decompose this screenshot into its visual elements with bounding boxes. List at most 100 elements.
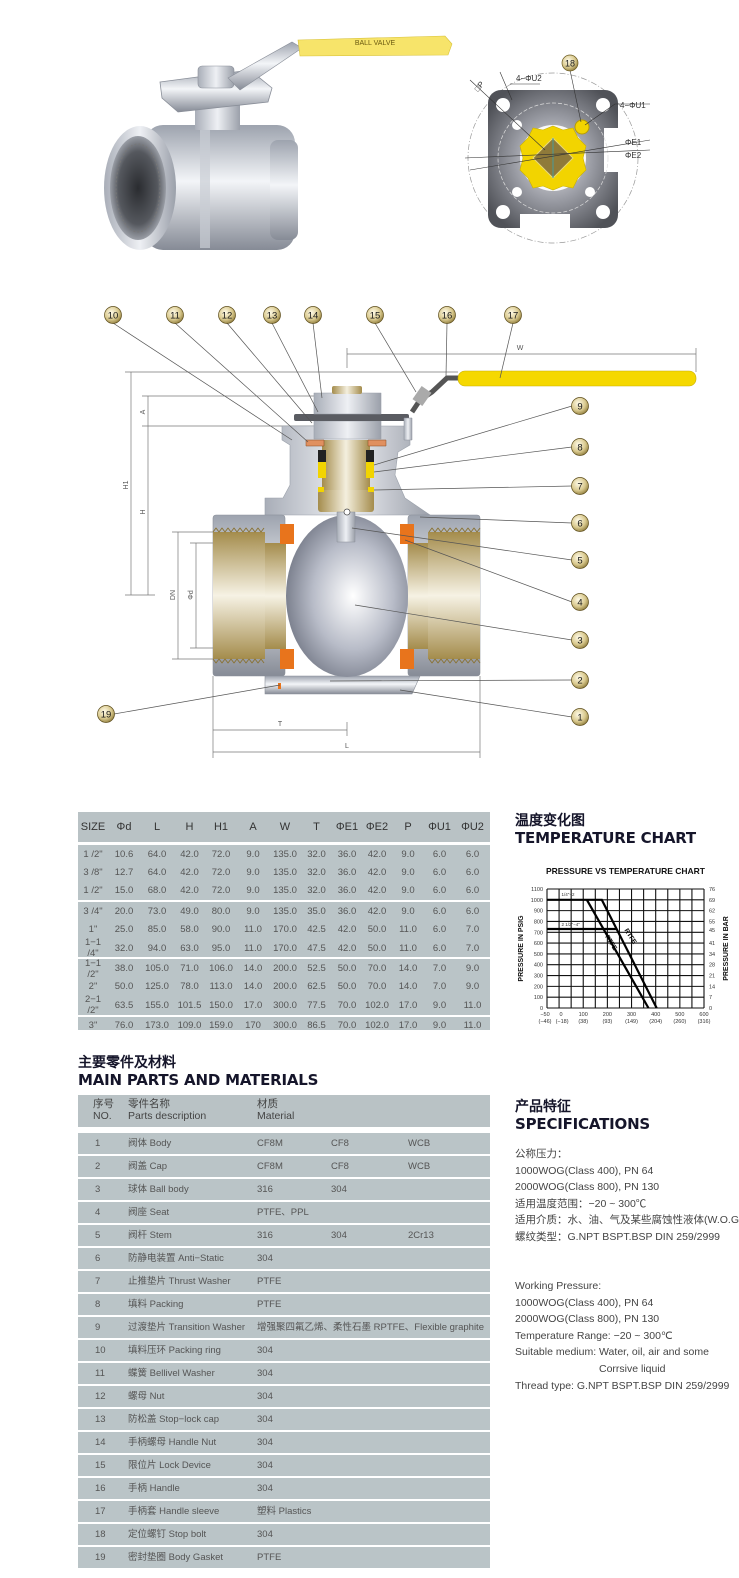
table-cell: 9.0: [401, 848, 415, 860]
callout-18: 18: [565, 59, 575, 69]
table-cell: 135.0: [273, 867, 297, 879]
column-header: P: [404, 821, 412, 833]
table-cell: 58.0: [180, 924, 199, 936]
table-cell: 9.0: [246, 885, 260, 897]
chart-annotation: 2 1/2"−4": [561, 922, 580, 927]
part-no: 10: [95, 1345, 106, 1356]
callout-number: 13: [267, 311, 278, 322]
parts-table: 序号 NO. 零件名称 Parts description 材质 Materia…: [78, 1095, 490, 1568]
part-material: 304: [257, 1345, 273, 1356]
table-cell: 36.0: [337, 848, 357, 860]
callout-number: 11: [170, 311, 180, 322]
callout-number: 6: [577, 519, 582, 530]
table-cell: 32.0: [307, 885, 326, 897]
header-desc-en: Parts description: [128, 1110, 207, 1122]
table-cell: 49.0: [180, 905, 199, 917]
x-tick-label: 600: [699, 1012, 708, 1018]
spec-line: Temperature Range: −20 ~ 300℃: [515, 1329, 673, 1342]
table-cell: 17.0: [398, 1020, 418, 1030]
table-cell: 50.0: [114, 981, 134, 993]
x2-tick-label: (204): [649, 1019, 662, 1025]
part-no: 7: [95, 1276, 101, 1287]
series-line-1: [585, 899, 650, 1009]
table-cell: 14.0: [398, 981, 418, 993]
callout-6: 6: [571, 514, 589, 532]
y-tick-label: 100: [534, 995, 543, 1001]
y-tick-label: 500: [534, 952, 543, 958]
callout-11: 11: [166, 306, 184, 324]
table-cell: 2−1 /2": [84, 994, 102, 1017]
table-cell: 80.0: [211, 905, 231, 917]
part-description: 定位螺钉 Stop bolt: [128, 1529, 207, 1540]
part-description: 过渡垫片 Transition Washer: [128, 1322, 246, 1333]
part-description: 阀体 Body: [128, 1138, 172, 1149]
table-cell: 47.5: [307, 942, 326, 954]
table-cell: 113.0: [209, 981, 233, 993]
part-material: PTFE: [257, 1552, 282, 1563]
callout-4: 4: [571, 593, 589, 611]
table-cell: 150.0: [209, 999, 233, 1011]
part-no: 15: [95, 1460, 106, 1471]
callout-number: 19: [101, 710, 112, 721]
table-cell: 3": [88, 1020, 98, 1030]
part-description: 球体 Ball body: [128, 1184, 189, 1195]
column-header: ΦE2: [365, 821, 389, 833]
table-cell: 17.0: [243, 999, 263, 1011]
table-cell: 7.0: [465, 924, 480, 936]
table-cell: 70.0: [337, 999, 357, 1011]
part-no: 6: [95, 1253, 101, 1264]
part-description: 防静电装置 Anti−Static: [128, 1253, 224, 1264]
callout-9: 9: [571, 397, 589, 415]
part-no: 17: [95, 1506, 106, 1517]
spec-en-lines: Working Pressure:1000WOG(Class 400), PN …: [515, 1278, 729, 1394]
part-material-alt2: 2Cr13: [408, 1230, 434, 1241]
table-cell: 170.0: [273, 942, 297, 954]
x-tick-label: −50: [540, 1012, 549, 1018]
part-description: 阀座 Seat: [128, 1207, 170, 1218]
callout-leaders: [112, 322, 573, 718]
table-cell: 50.0: [367, 942, 387, 954]
flange-top-view: 4−ΦU2 4−ΦU1 ΦE1 ΦE2 □P 18: [464, 54, 651, 244]
part-description: 阀杆 Stem: [128, 1230, 172, 1241]
y-tick-label: 0: [540, 1006, 543, 1012]
table-cell: 15.0: [114, 885, 134, 897]
table-cell: 9.0: [246, 848, 260, 860]
y-axis-title: PRESSURE IN PSIG: [518, 915, 525, 982]
y2-tick-label: 14: [709, 984, 715, 990]
part-material: 304: [257, 1483, 273, 1494]
callout-number: 2: [577, 676, 582, 687]
table-cell: 11.0: [244, 942, 262, 954]
callout-3: 3: [571, 631, 589, 649]
part-description: 螺母 Nut: [128, 1391, 165, 1402]
table-cell: 63.0: [180, 942, 199, 954]
table-cell: 300.0: [273, 1020, 297, 1030]
table-cell: 42.0: [180, 867, 199, 879]
table-cell: 68.0: [147, 885, 167, 897]
table-cell: 25.0: [114, 924, 134, 936]
temperature-title-en: TEMPERATURE CHART: [515, 829, 696, 847]
part-material: 304: [257, 1368, 273, 1379]
part-material: 316: [257, 1184, 273, 1195]
chart-title: PRESSURE VS TEMPERATURE CHART: [546, 866, 706, 876]
y-tick-label: 1100: [531, 887, 543, 893]
y2-tick-label: 69: [709, 898, 715, 904]
spec-line: Working Pressure:: [515, 1280, 602, 1292]
table-cell: 42.0: [367, 867, 387, 879]
y2-tick-label: 45: [709, 928, 715, 934]
part-no: 3: [95, 1184, 101, 1195]
table-cell: 102.0: [365, 999, 389, 1011]
part-material: 304: [257, 1414, 273, 1425]
table-cell: 17.0: [398, 999, 418, 1011]
y-tick-label: 600: [534, 941, 543, 947]
spec-line: 螺纹类型：G.NPT BSPT.BSP DIN 259/2999: [515, 1230, 721, 1243]
callout-14: 14: [304, 306, 322, 324]
table-cell: 300.0: [273, 999, 297, 1011]
dim-h1: H1: [123, 480, 130, 489]
